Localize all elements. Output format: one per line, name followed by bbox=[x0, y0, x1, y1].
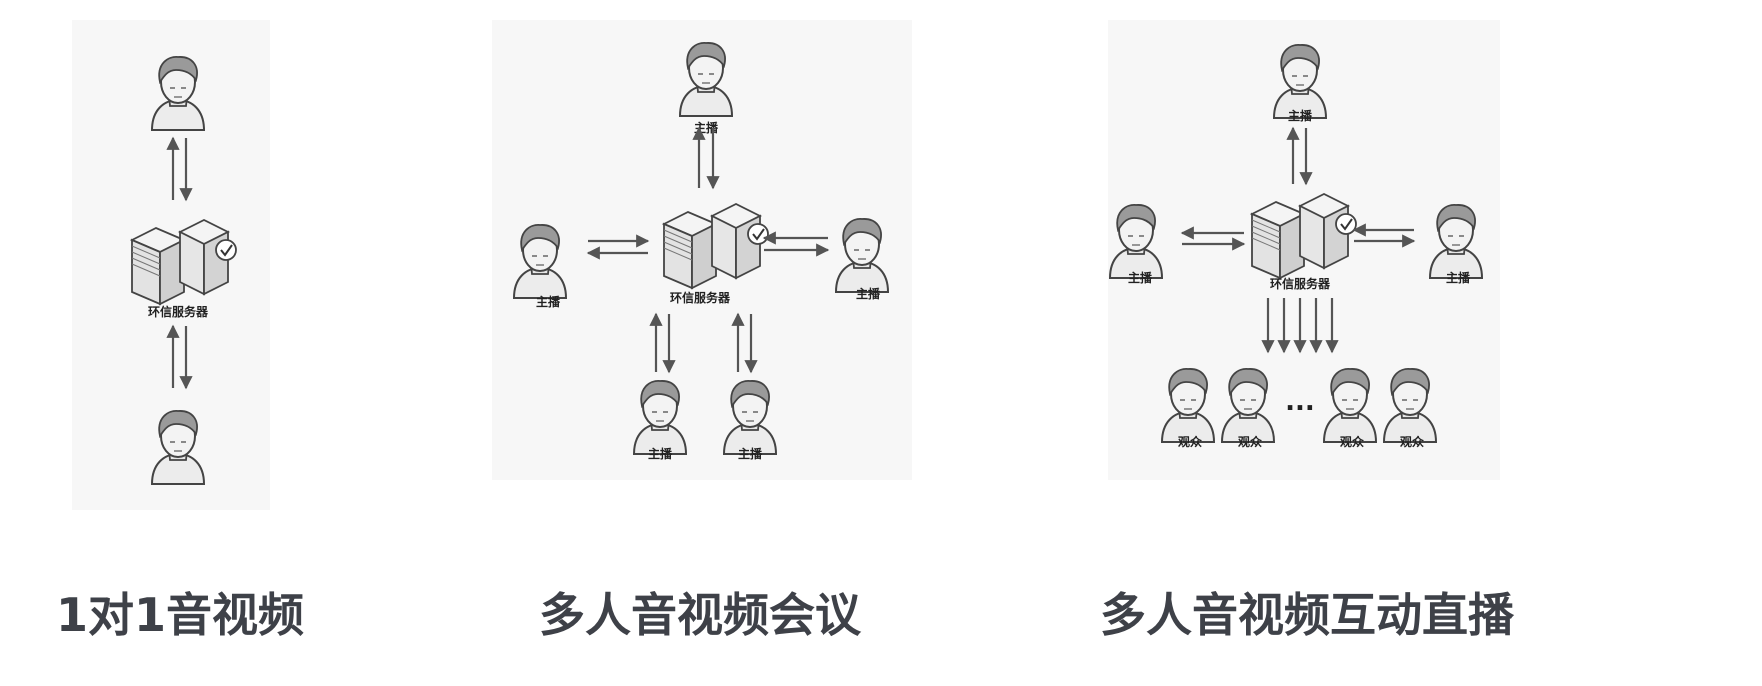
panel-multi-conference: 主播 环信服务器 主播 主播 主播 主播 多人音视频会议 bbox=[480, 0, 1040, 686]
server-label: 环信服务器 bbox=[670, 290, 731, 305]
server-label: 环信服务器 bbox=[1270, 276, 1331, 291]
panel-title: 1对1音视频 bbox=[55, 588, 304, 642]
audience-label-2: 观众 bbox=[1238, 434, 1263, 449]
panel-title: 多人音视频互动直播 bbox=[1100, 588, 1514, 642]
server-label: 环信服务器 bbox=[148, 304, 209, 319]
host-bottom-right-label: 主播 bbox=[738, 446, 763, 461]
panel-interactive-live: 主播 环信服务器 主播 主播 观众 观众 ... 观众 观众 多人音视频互动直播 bbox=[1100, 0, 1520, 686]
audience-label-3: 观众 bbox=[1340, 434, 1365, 449]
host-top-label: 主播 bbox=[1288, 108, 1313, 123]
live-diagram: 主播 环信服务器 主播 主播 观众 观众 ... 观众 观众 bbox=[1108, 20, 1500, 480]
audience-label-1: 观众 bbox=[1178, 434, 1203, 449]
host-left-label: 主播 bbox=[536, 294, 561, 309]
panel-one-to-one: 环信服务器 1对1音视频 bbox=[0, 0, 360, 686]
one-to-one-diagram: 环信服务器 bbox=[72, 20, 270, 510]
panel-title: 多人音视频会议 bbox=[539, 588, 861, 642]
host-top-label: 主播 bbox=[694, 120, 719, 135]
host-right-label: 主播 bbox=[856, 286, 881, 301]
conference-diagram: 主播 环信服务器 主播 主播 主播 主播 bbox=[492, 20, 912, 480]
audience-label-4: 观众 bbox=[1400, 434, 1425, 449]
host-right-label: 主播 bbox=[1446, 270, 1471, 285]
host-bottom-left-label: 主播 bbox=[648, 446, 673, 461]
ellipsis: ... bbox=[1285, 387, 1315, 417]
host-left-label: 主播 bbox=[1128, 270, 1153, 285]
